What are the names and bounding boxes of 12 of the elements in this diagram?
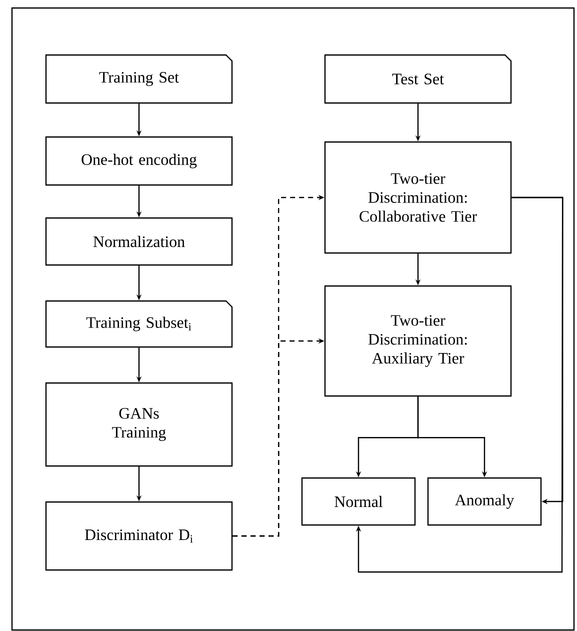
- process-box: One-hot encoding: [45, 136, 233, 186]
- process-box: Two-tier Discrimination: Collaborative Tier: [324, 141, 512, 254]
- process-box: Anomaly: [427, 477, 542, 526]
- process-box: Normal: [301, 477, 416, 526]
- data-box: Training Set: [45, 54, 233, 104]
- process-box: Normalization: [45, 217, 233, 266]
- data-box: Training Subset$_{i}$: [45, 300, 233, 348]
- process-box: Discriminator D$_{i}$: [45, 501, 233, 571]
- data-box: Test Set: [324, 54, 512, 104]
- process-box: GANs Training: [45, 382, 233, 467]
- process-box: Two-tier Discrimination: Auxiliary Tier: [324, 285, 512, 397]
- arrow: [356, 196, 564, 573]
